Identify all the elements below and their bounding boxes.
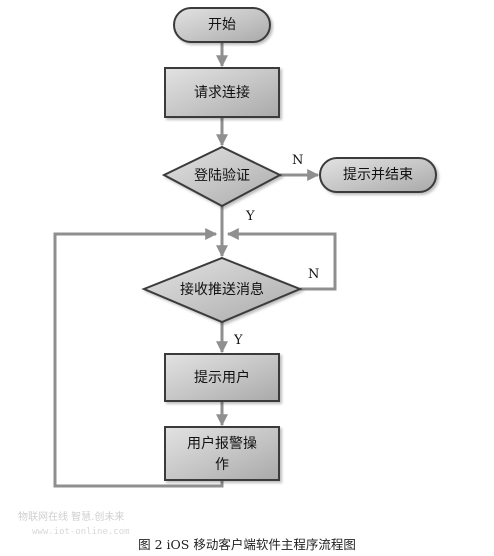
edge-receive-no-loop [226, 228, 337, 291]
login-no-label: N [292, 153, 303, 168]
receive-no-label: N [308, 267, 319, 282]
edges [53, 42, 337, 488]
prompt-and-end-label: 提示并结束 [343, 167, 413, 183]
watermark: 物联网在线 智慧.创未来 www.iot-online.com [18, 510, 130, 537]
request-connection-label: 请求连接 [194, 84, 250, 101]
login-verify-label: 登陆验证 [194, 168, 250, 184]
receive-yes-label: Y [233, 333, 243, 348]
login-yes-label: Y [245, 209, 255, 224]
watermark-text: 物联网在线 智慧.创未来 [18, 510, 124, 523]
edge-alarm-loop-back [53, 228, 224, 488]
node-prompt-and-end: 提示并结束 [319, 157, 437, 193]
user-alarm-op-label-line1: 用户报警操 [187, 435, 257, 452]
node-request-connection: 请求连接 [164, 67, 280, 118]
user-alarm-op-label-line2: 作 [215, 457, 229, 473]
receive-push-label: 接收推送消息 [180, 281, 264, 298]
prompt-user-label: 提示用户 [194, 369, 250, 386]
node-prompt-user: 提示用户 [164, 353, 280, 402]
node-user-alarm-op: 用户报警操 作 [164, 426, 280, 481]
start-label: 开始 [208, 17, 236, 33]
figure-caption: 图 2 iOS 移动客户端软件主程序流程图 [138, 537, 356, 552]
node-start: 开始 [173, 7, 271, 43]
node-login-verify: 登陆验证 [161, 145, 283, 208]
watermark-url: www.iot-online.com [32, 527, 130, 537]
node-receive-push: 接收推送消息 [141, 256, 303, 324]
